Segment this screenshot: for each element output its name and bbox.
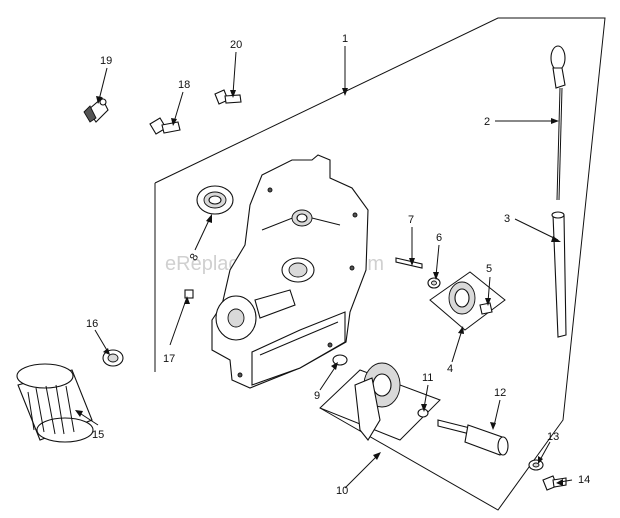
- callout-16: 16: [86, 318, 98, 330]
- oil-pump-assembly[interactable]: [319, 362, 441, 441]
- bolt-18[interactable]: [149, 117, 181, 135]
- callout-12: 12: [494, 387, 506, 399]
- crankcase-cover[interactable]: [211, 154, 369, 389]
- callout-2: 2: [484, 116, 490, 128]
- callout-20: 20: [230, 39, 242, 51]
- dipstick-tube[interactable]: [551, 211, 567, 338]
- washer-13[interactable]: [528, 459, 544, 471]
- callout-4: 4: [447, 363, 453, 375]
- assembly-boundary: [154, 17, 606, 511]
- callout-6: 6: [436, 232, 442, 244]
- arrowheads: [75, 88, 563, 486]
- oil-seal[interactable]: [196, 185, 234, 215]
- callout-18: 18: [178, 79, 190, 91]
- callout-19: 19: [100, 55, 112, 67]
- o-ring-9[interactable]: [332, 354, 348, 366]
- callout-15: 15: [92, 429, 104, 441]
- oil-pressure-switch[interactable]: [83, 97, 109, 123]
- callout-5: 5: [486, 263, 492, 275]
- plug-17[interactable]: [184, 289, 194, 299]
- callout-10: 10: [336, 485, 348, 497]
- dipstick[interactable]: [550, 45, 566, 201]
- drain-plug[interactable]: [542, 475, 567, 491]
- callout-14: 14: [578, 474, 590, 486]
- callout-1: 1: [342, 33, 348, 45]
- callout-7: 7: [408, 214, 414, 226]
- callout-3: 3: [504, 213, 510, 225]
- o-ring-11[interactable]: [417, 408, 429, 418]
- dowel-pin[interactable]: [395, 257, 423, 269]
- oil-filter[interactable]: [16, 363, 94, 443]
- callout-11: 11: [422, 372, 433, 384]
- callout-8: 8: [188, 252, 201, 263]
- callout-9: 9: [314, 390, 320, 402]
- callout-17: 17: [163, 353, 175, 365]
- bolt-20[interactable]: [214, 89, 242, 105]
- clip[interactable]: [427, 277, 441, 289]
- governor-gear-assembly[interactable]: [429, 271, 506, 331]
- oil-pickup[interactable]: [437, 419, 509, 456]
- callout-13: 13: [547, 431, 559, 443]
- leader-lines: [77, 46, 573, 489]
